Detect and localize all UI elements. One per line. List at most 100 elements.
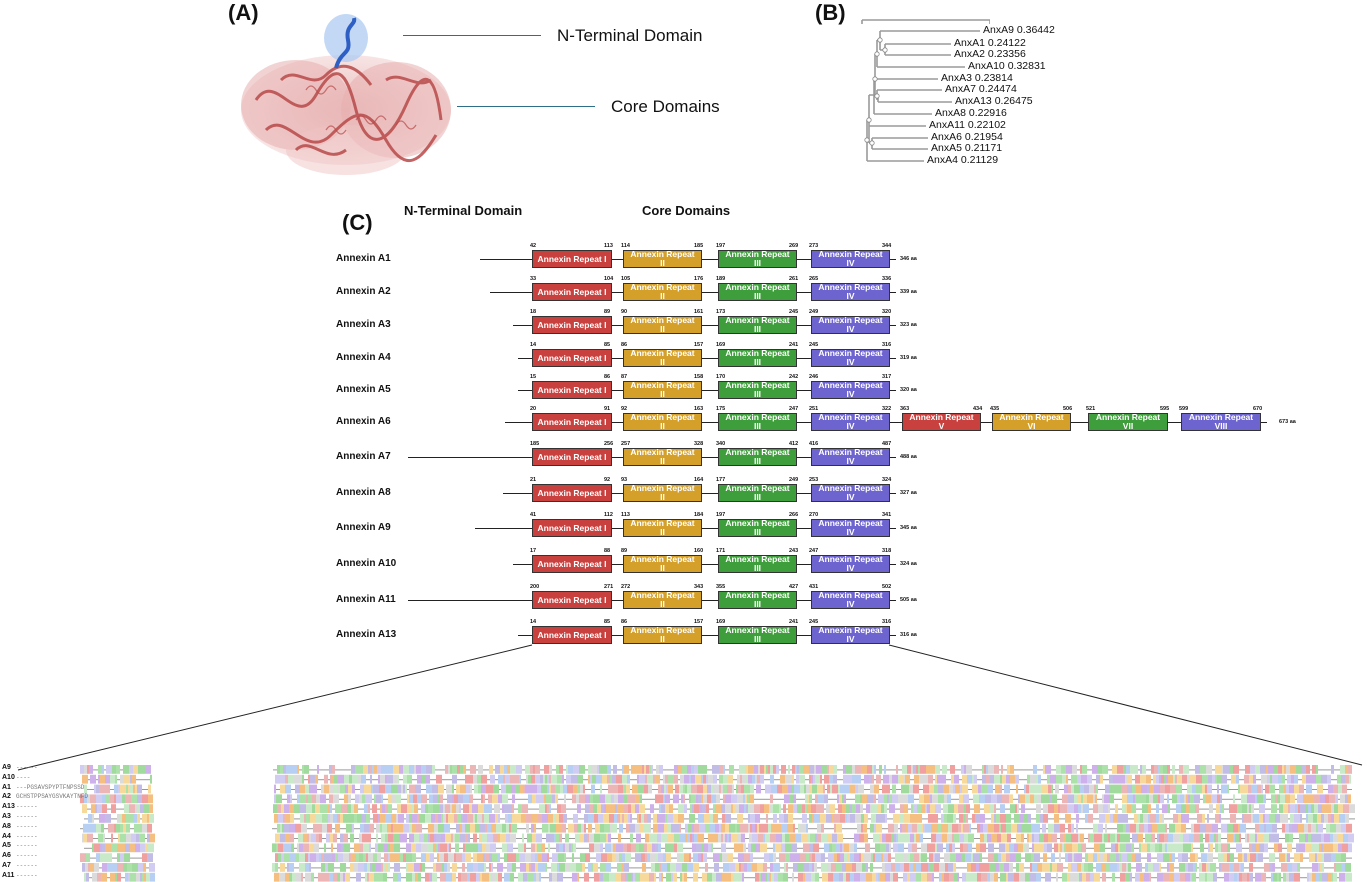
protein-length: 345 aa [900, 525, 917, 531]
repeat-end-position: 316 [882, 619, 892, 625]
panel-a-label: (A) [228, 0, 259, 25]
alignment-leading-sequence: ------ [16, 852, 38, 860]
protein-length: 488 aa [900, 454, 917, 460]
repeat-start-position: 247 [809, 548, 819, 554]
protein-length: 316 aa [900, 632, 917, 638]
tree-leaf-label: AnxA10 0.32831 [968, 60, 1046, 72]
repeat-end-position: 344 [882, 243, 892, 249]
repeat-end-position: 242 [789, 374, 799, 380]
annexin-repeat-box: Annexin Repeat IV [811, 626, 890, 644]
repeat-end-position: 113 [604, 243, 613, 249]
alignment-sequence-label: A11 [2, 871, 15, 879]
alignment-sequence-label: A3 [2, 813, 11, 820]
protein-length: 323 aa [900, 322, 917, 328]
alignment-leading-sequence: ---PGSAVSPYPTFNPSSD [16, 783, 85, 791]
n-terminal-domain-header: N-Terminal Domain [404, 203, 523, 218]
repeat-end-position: 176 [694, 276, 704, 282]
repeat-start-position: 599 [1179, 406, 1189, 412]
repeat-end-position: 163 [694, 406, 704, 412]
annexin-name: Annexin A6 [336, 416, 391, 427]
repeat-start-position: 114 [621, 243, 630, 249]
repeat-start-position: 272 [621, 584, 631, 590]
annexin-repeat-box: Annexin Repeat IV [811, 250, 890, 268]
repeat-start-position: 431 [809, 584, 819, 590]
protein-length: 327 aa [900, 490, 917, 496]
annexin-repeat-box: Annexin Repeat II [623, 316, 702, 334]
annexin-repeat-box: Annexin Repeat II [623, 283, 702, 301]
core-domains-header: Core Domains [642, 203, 731, 218]
repeat-end-position: 92 [604, 477, 611, 483]
annexin-name: Annexin A11 [336, 594, 396, 605]
alignment-leading-sequence: ------ [16, 822, 38, 830]
repeat-start-position: 41 [530, 512, 537, 518]
repeat-start-position: 355 [716, 584, 726, 590]
annexin-repeat-box: Annexin Repeat III [718, 626, 797, 644]
repeat-end-position: 328 [694, 441, 704, 447]
annexin-repeat-box: Annexin Repeat II [623, 555, 702, 573]
annexin-name: Annexin A7 [336, 451, 391, 462]
repeat-end-position: 249 [789, 477, 799, 483]
repeat-end-position: 158 [694, 374, 704, 380]
repeat-end-position: 595 [1160, 406, 1170, 412]
alignment-leading-sequence: ------ [16, 803, 38, 811]
tree-leaf-label: AnxA2 0.23356 [954, 48, 1026, 60]
repeat-end-position: 157 [694, 342, 704, 348]
annexin-repeat-box: Annexin Repeat I [532, 591, 612, 609]
repeat-end-position: 506 [1063, 406, 1073, 412]
repeat-end-position: 502 [882, 584, 892, 590]
annexin-repeat-box: Annexin Repeat II [623, 448, 702, 466]
repeat-end-position: 243 [789, 548, 799, 554]
annexin-repeat-box: Annexin Repeat I [532, 413, 612, 431]
annexin-repeat-box: Annexin Repeat III [718, 413, 797, 431]
n-terminal-callout-line [403, 35, 541, 36]
annexin-repeat-box: Annexin Repeat II [623, 519, 702, 537]
repeat-end-position: 161 [694, 309, 704, 315]
repeat-start-position: 105 [621, 276, 631, 282]
repeat-end-position: 427 [789, 584, 799, 590]
annexin-repeat-box: Annexin Repeat III [718, 283, 797, 301]
alignment-sequence-label: A9 [2, 764, 11, 771]
repeat-start-position: 363 [900, 406, 910, 412]
annexin-repeat-box: Annexin Repeat II [623, 381, 702, 399]
repeat-start-position: 435 [990, 406, 1000, 412]
repeat-start-position: 197 [716, 243, 726, 249]
tree-leaf-label: AnxA3 0.23814 [941, 72, 1013, 84]
annexin-repeat-box: Annexin Repeat III [718, 519, 797, 537]
n-terminal-callout-label: N-Terminal Domain [557, 26, 703, 45]
annexin-repeat-box: Annexin Repeat IV [811, 591, 890, 609]
repeat-start-position: 169 [716, 619, 726, 625]
repeat-start-position: 249 [809, 309, 819, 315]
repeat-end-position: 322 [882, 406, 892, 412]
core-domains-callout-label: Core Domains [611, 97, 720, 116]
repeat-start-position: 253 [809, 477, 819, 483]
repeat-start-position: 200 [530, 584, 540, 590]
tree-leaf-label: AnxA6 0.21954 [931, 131, 1003, 143]
alignment-leading-sequence: ------ [16, 862, 38, 869]
repeat-end-position: 241 [789, 619, 799, 625]
annexin-repeat-box: Annexin Repeat I [532, 316, 612, 334]
repeat-end-position: 112 [604, 512, 613, 518]
repeat-end-position: 271 [604, 584, 614, 590]
repeat-end-position: 86 [604, 374, 611, 380]
annexin-repeat-box: Annexin Repeat IV [811, 413, 890, 431]
repeat-start-position: 245 [809, 342, 819, 348]
repeat-start-position: 257 [621, 441, 631, 447]
annexin-repeat-box: Annexin Repeat IV [811, 519, 890, 537]
repeat-start-position: 169 [716, 342, 726, 348]
tree-leaf-label: AnxA1 0.24122 [954, 37, 1026, 49]
repeat-end-position: 341 [882, 512, 892, 518]
repeat-end-position: 104 [604, 276, 614, 282]
repeat-end-position: 320 [882, 309, 892, 315]
repeat-start-position: 18 [530, 309, 537, 315]
annexin-repeat-box: Annexin Repeat IV [811, 349, 890, 367]
annexin-repeat-box: Annexin Repeat I [532, 381, 612, 399]
annexin-repeat-box: Annexin Repeat V [902, 413, 981, 431]
repeat-end-position: 85 [604, 619, 611, 625]
annexin-repeat-box: Annexin Repeat I [532, 626, 612, 644]
repeat-start-position: 185 [530, 441, 540, 447]
repeat-start-position: 87 [621, 374, 628, 380]
panel-c-label: (C) [342, 210, 373, 235]
repeat-end-position: 317 [882, 374, 892, 380]
tree-leaf-label: AnxA9 0.36442 [983, 24, 1055, 36]
